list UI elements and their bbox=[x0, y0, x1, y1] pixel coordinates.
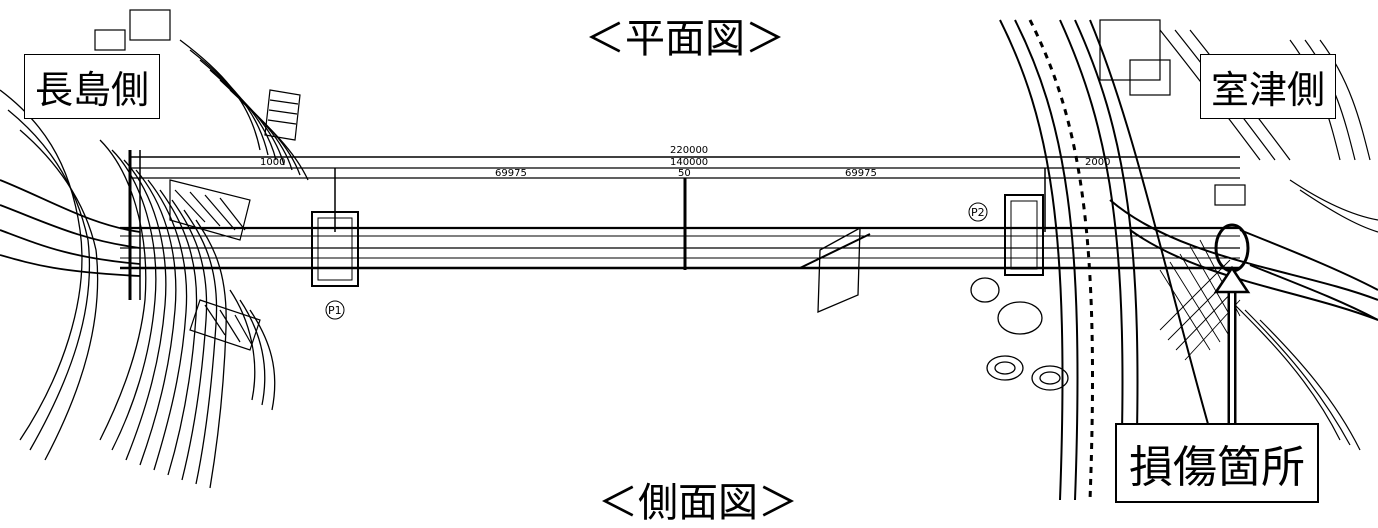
side-view-title: ＜側面図＞ bbox=[598, 480, 798, 526]
dim-main: 140000 bbox=[670, 157, 708, 168]
dim-left-end: 1000 bbox=[260, 157, 285, 168]
bridge-deck bbox=[120, 150, 1240, 313]
pier-p2-label: P2 bbox=[971, 206, 985, 219]
dim-right-end: 2000 bbox=[1085, 157, 1110, 168]
right-road bbox=[999, 19, 1378, 500]
damage-location-label: 損傷箇所 bbox=[1115, 423, 1319, 503]
pier-p1-label: P1 bbox=[328, 304, 342, 317]
left-hatching bbox=[94, 9, 301, 351]
dim-total: 220000 bbox=[670, 145, 708, 156]
bridge-plan-drawing: 220000 140000 69975 50 69975 1000 2000 P… bbox=[0, 9, 1378, 500]
left-side-label: 長島側 bbox=[24, 54, 161, 119]
left-road bbox=[0, 179, 141, 277]
dim-right-span: 69975 bbox=[845, 168, 877, 179]
right-side-label: 室津側 bbox=[1200, 54, 1337, 119]
dim-left-span: 69975 bbox=[495, 168, 527, 179]
right-dashed-edge bbox=[1028, 19, 1094, 500]
pier-p2-marker bbox=[968, 202, 988, 222]
pier-p1-marker bbox=[325, 300, 345, 320]
damage-arrow bbox=[1213, 265, 1251, 500]
left-terrain bbox=[0, 39, 309, 489]
plan-view-title: ＜平面図＞ bbox=[585, 16, 785, 62]
rock-outcrops bbox=[970, 277, 1069, 391]
dim-center: 50 bbox=[678, 168, 691, 179]
